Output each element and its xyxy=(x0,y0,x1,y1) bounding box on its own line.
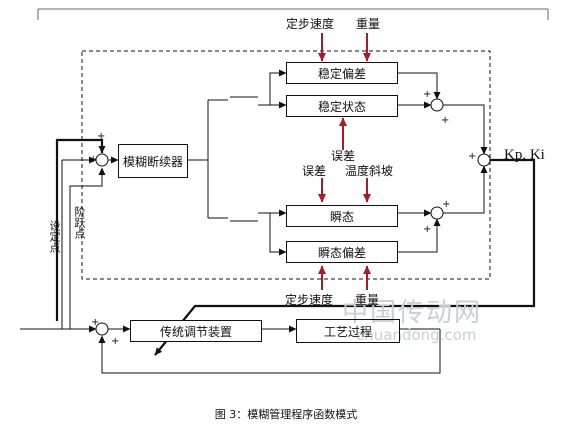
plus-sign-output: + xyxy=(468,151,477,162)
upper-to-output xyxy=(443,104,488,155)
traditional-controller-block: 传统调节装置 xyxy=(130,320,262,342)
transient-block: 瞬态 xyxy=(286,205,398,227)
steady-error-out xyxy=(398,72,441,100)
plus-sign-left-top: + xyxy=(97,131,106,142)
transient-error-out xyxy=(398,218,441,253)
sum-junction-left xyxy=(95,153,109,167)
temp-ramp-label: 温度斜坡 xyxy=(345,164,394,178)
setpoint-rate-label-bottom: 定步速度 xyxy=(285,293,334,307)
fuzzy-manager-boundary xyxy=(81,50,491,280)
step-branch xyxy=(69,167,106,329)
plus-sign-lower: + xyxy=(423,224,432,235)
plus-sign-bottom: + xyxy=(91,317,100,328)
sum-junction-output xyxy=(477,153,491,167)
error-label-middle: 误差 xyxy=(331,149,356,163)
plus-sign-left: + xyxy=(89,154,98,165)
process-feedback xyxy=(98,329,441,374)
error-label: 误差 xyxy=(302,164,327,178)
to-transient-error xyxy=(269,213,287,256)
step-point-vertical-label: 阶跃点 xyxy=(73,206,86,239)
plus-sign-lower-top: + xyxy=(442,199,451,210)
steady-error-block: 稳定偏差 xyxy=(286,62,398,84)
plus-sign-upper: + xyxy=(423,89,432,100)
figure-caption: 图 3：模糊管理程序函数模式 xyxy=(214,408,358,421)
to-steady-error xyxy=(269,69,287,105)
sum-junction-upper xyxy=(430,98,444,112)
setpoint-vertical-label: 设定点 xyxy=(48,220,61,253)
weight-label-top: 重量 xyxy=(356,17,381,31)
steady-state-block: 稳定状态 xyxy=(286,95,398,117)
transient-error-block: 瞬态偏差 xyxy=(286,241,398,263)
fuzzy-switch-block: 模糊断续器 xyxy=(118,144,188,178)
weight-label-bottom: 重量 xyxy=(355,293,380,307)
output-gain-label: Kp, Ki xyxy=(504,147,545,163)
process-block: 工艺过程 xyxy=(296,319,400,343)
watermark-en: chuandong.com xyxy=(356,326,477,344)
lower-to-output xyxy=(443,165,488,214)
plus-sign-upper-bottom: + xyxy=(441,115,450,126)
setpoint-rate-label-top: 定步速度 xyxy=(286,17,335,31)
thick-feedback-line xyxy=(55,138,106,321)
plus-sign-bottom-right: + xyxy=(111,336,120,347)
watermark-cn: 中国传动网 xyxy=(342,298,483,328)
